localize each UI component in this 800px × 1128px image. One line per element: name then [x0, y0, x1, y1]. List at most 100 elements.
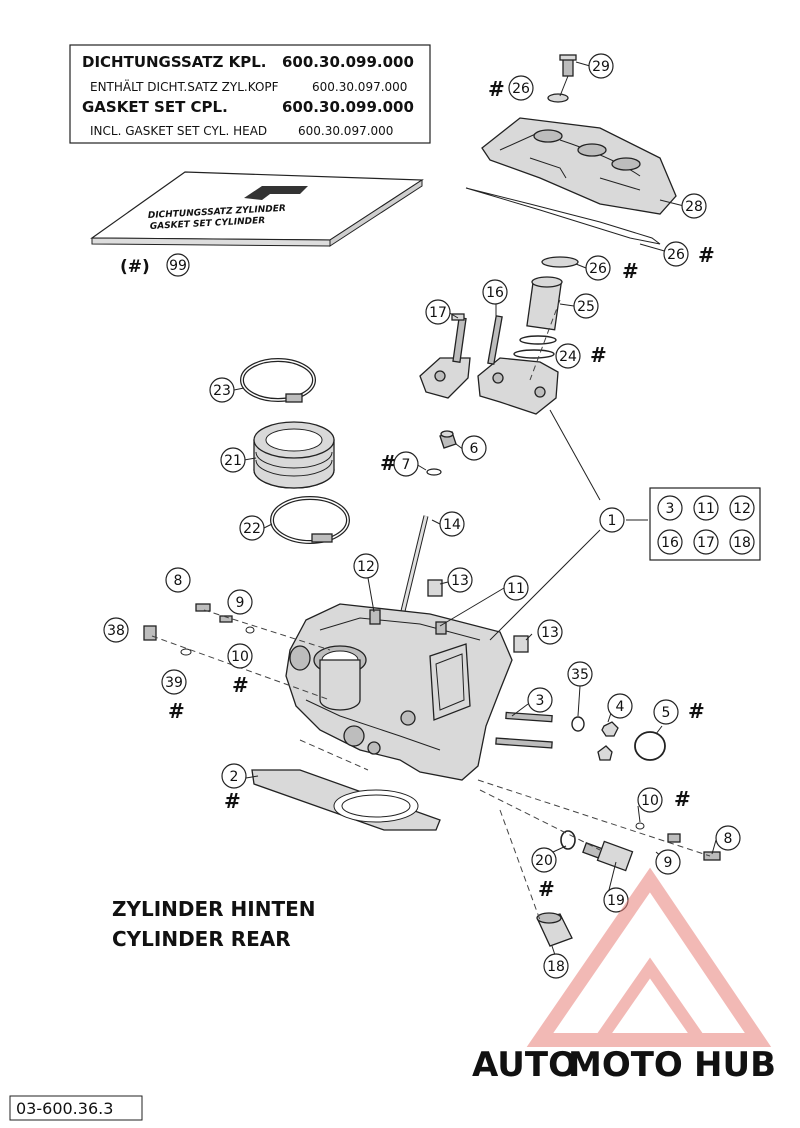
callout-c8a: 8 [165, 567, 191, 593]
kit-group-item-12: 12 [729, 495, 755, 521]
svg-text:9: 9 [236, 595, 245, 611]
kit-group-item-11: 11 [693, 495, 719, 521]
kit-line3-label: GASKET SET CPL. [82, 98, 228, 116]
kit-group-item-17: 17 [693, 529, 719, 555]
sleeve-nut-upper [427, 579, 443, 597]
svg-text:16: 16 [486, 285, 504, 301]
callout-c26b: 26 [663, 241, 689, 267]
svg-text:7: 7 [402, 457, 411, 473]
callout-c14: 14 [439, 511, 465, 537]
callout-c2: 2 [221, 763, 247, 789]
callout-c8b: 8 [715, 825, 741, 851]
callout-c11: 11 [503, 575, 529, 601]
bolts-right [635, 822, 721, 861]
svg-text:99: 99 [169, 258, 187, 274]
kit-line2-label: ENTHÄLT DICHT.SATZ ZYL.KOPF [90, 79, 279, 94]
svg-text:26: 26 [667, 247, 685, 263]
watermark-text: AUTO MOTO HUB [472, 1045, 776, 1085]
callout-c28: 28 [681, 193, 707, 219]
hash-7: # [380, 451, 397, 475]
callout-c25: 25 [573, 293, 599, 319]
callout-99: 99 [166, 253, 190, 277]
callout-c17: 17 [425, 299, 451, 325]
svg-text:5: 5 [662, 705, 671, 721]
callout-c29: 29 [588, 53, 614, 79]
valve-cover-gasket [465, 187, 661, 245]
nuts-washers [571, 716, 666, 761]
leader-lines [233, 61, 717, 959]
svg-text:39: 39 [165, 675, 183, 691]
svg-text:12: 12 [733, 501, 751, 517]
tube-seal-ring [519, 335, 557, 345]
svg-text:29: 29 [592, 59, 610, 75]
kit-line1-label: DICHTUNGSSATZ KPL. [82, 53, 266, 71]
kit-group-item-16: 16 [657, 529, 683, 555]
watermark-logo [526, 867, 772, 1047]
svg-text:13: 13 [541, 625, 559, 641]
washer-small [426, 468, 442, 476]
ktm-logo-icon [244, 186, 308, 200]
svg-text:19: 19 [607, 893, 625, 909]
hash-10a: # [232, 673, 249, 697]
hash-20: # [538, 877, 555, 901]
callout-c38: 38 [103, 617, 129, 643]
svg-text:21: 21 [224, 453, 242, 469]
figure-code: 03-600.36.3 [16, 1099, 113, 1118]
svg-text:16: 16 [661, 535, 679, 551]
callout-c16: 16 [482, 279, 508, 305]
svg-text:25: 25 [577, 299, 595, 315]
svg-text:23: 23 [213, 383, 231, 399]
bearing-block-bolts [451, 313, 503, 365]
svg-text:11: 11 [697, 501, 715, 517]
kit-line1-number: 600.30.099.000 [282, 53, 414, 71]
valve-cover-bolt [547, 54, 577, 103]
cylinder-title-de: ZYLINDER HINTEN [112, 897, 316, 921]
watermark-hub: HUB [694, 1045, 776, 1085]
callout-c21: 21 [220, 447, 246, 473]
valve-cover [481, 117, 677, 215]
intake-rubber [253, 421, 335, 489]
callout-c13b: 13 [537, 619, 563, 645]
head-gasket [251, 769, 441, 831]
hash-26b: # [698, 243, 715, 267]
svg-text:6: 6 [470, 441, 479, 457]
hose-clamp-upper [240, 358, 316, 403]
hose-clamp-lower [270, 496, 350, 544]
svg-text:20: 20 [535, 853, 553, 869]
callout-c10b: 10 [637, 787, 663, 813]
svg-text:26: 26 [589, 261, 607, 277]
sleeve-nut-lower [513, 635, 529, 653]
callout-c26c: 26 [585, 255, 611, 281]
svg-text:38: 38 [107, 623, 125, 639]
callout-c26a: 26 [508, 75, 534, 101]
callout-c22: 22 [239, 515, 265, 541]
kit-line3-number: 600.30.099.000 [282, 98, 414, 116]
callout-c20: 20 [531, 847, 557, 873]
svg-text:24: 24 [559, 349, 577, 365]
svg-text:4: 4 [616, 699, 625, 715]
kit-line4-number: 600.30.097.000 [298, 124, 393, 138]
hash-marks: # # # # # # # # # # # [168, 77, 715, 901]
callout-c18: 18 [543, 953, 569, 979]
svg-text:22: 22 [243, 521, 261, 537]
hash-24: # [590, 343, 607, 367]
kit-group-item-3: 3 [657, 495, 683, 521]
tube-seal-ring-lower [513, 349, 555, 359]
svg-text:10: 10 [231, 649, 249, 665]
hash-2: # [224, 789, 241, 813]
callout-c5: 5 [653, 699, 679, 725]
svg-text:8: 8 [174, 573, 183, 589]
kit-line4-label: INCL. GASKET SET CYL. HEAD [90, 124, 267, 138]
svg-text:12: 12 [357, 559, 375, 575]
callout-c9b: 9 [655, 849, 681, 875]
svg-text:2: 2 [230, 769, 239, 785]
svg-text:10: 10 [641, 793, 659, 809]
cylinder-head [285, 603, 513, 781]
hash-39: # [168, 699, 185, 723]
spark-plug-tube [526, 256, 579, 331]
figure-code-box: 03-600.36.3 [9, 1095, 143, 1121]
svg-text:14: 14 [443, 517, 461, 533]
svg-text:35: 35 [571, 667, 589, 683]
svg-text:13: 13 [451, 573, 469, 589]
